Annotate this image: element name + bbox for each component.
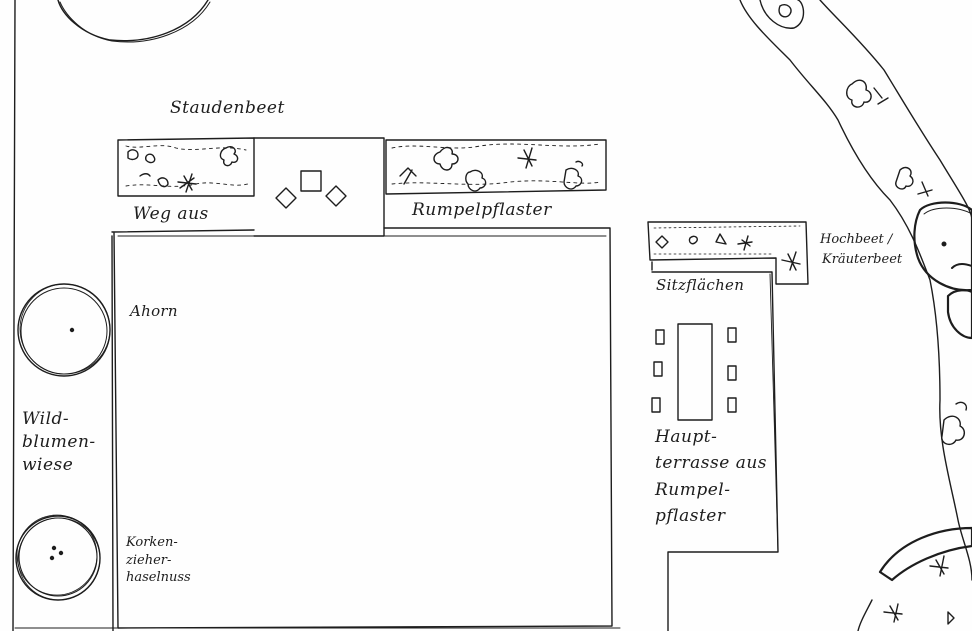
left-border-line (12, 0, 16, 631)
label-wildblumen-line1: Wild- (22, 409, 70, 429)
winding-bed-outer (739, 0, 972, 581)
ahorn-tree (17, 283, 111, 377)
label-wildblumenwiese: Wild- blumen- wiese (22, 408, 96, 477)
plant-star-left-bed (177, 173, 197, 193)
staudenbeet-right-bed (385, 139, 607, 195)
label-wildblumen-line2: blumen- (22, 431, 96, 452)
label-hauptterrasse-line2: terrasse aus (655, 453, 768, 474)
top-tree-canopy (57, 0, 209, 42)
label-ahorn: Ahorn (130, 302, 178, 320)
label-hochbeet: Hochbeet / (820, 232, 893, 247)
label-korkenzieher-line3: haselnuss (126, 570, 191, 586)
hochbeet-raised-bed (647, 221, 809, 285)
label-sitzflaechen: Sitzflächen (656, 276, 745, 294)
label-hauptterrasse: Haupt- terrasse aus Rumpel- pflaster (655, 424, 767, 529)
label-wildblumen-line3: wiese (22, 454, 74, 475)
label-rumpelpflaster: Rumpelpflaster (412, 200, 552, 220)
small-table (300, 170, 322, 192)
label-kraeuterbeet: Kräuterbeet (822, 252, 903, 267)
terrace-chairs (651, 327, 737, 413)
label-weg-aus: Weg aus (133, 204, 209, 224)
main-area-outline (111, 227, 613, 629)
label-hauptterrasse-line3: Rumpel- (655, 479, 731, 500)
label-korkenzieher-line1: Korken- (126, 535, 178, 550)
label-hauptterrasse-line4: pflaster (655, 506, 726, 527)
label-korkenzieherhaselnuss: Korken- zieher- haselnuss (126, 534, 191, 587)
chair-left (275, 187, 297, 209)
label-hauptterrasse-line1: Haupt- (655, 427, 718, 447)
chair-right (325, 185, 347, 207)
label-korkenzieher-line2: zieher- (126, 552, 172, 568)
winding-bed-inner (819, 0, 972, 221)
hedge-clump-2 (946, 289, 972, 340)
middle-seating-block (253, 137, 385, 237)
staudenbeet-left-bed (117, 137, 255, 197)
hedge-clump-1 (913, 201, 972, 292)
long-table (677, 323, 713, 421)
label-staudenbeet: Staudenbeet (170, 98, 285, 118)
hedge-clump-3 (878, 526, 972, 582)
